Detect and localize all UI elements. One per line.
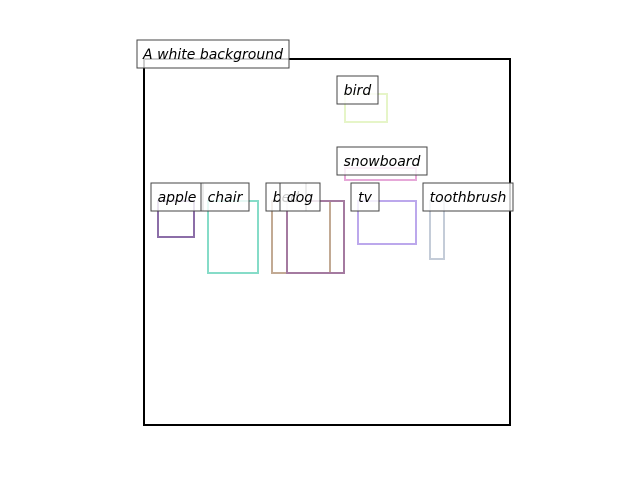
label-bird: bird [336, 75, 379, 105]
label-toothbrush-text: toothbrush [430, 190, 507, 206]
box-bed [271, 200, 331, 274]
box-dog [286, 200, 345, 274]
label-chair-text: chair [208, 190, 244, 206]
label-tv: tv [350, 182, 380, 212]
label-apple: apple [150, 182, 204, 212]
label-chair: chair [200, 182, 250, 212]
label-dog: dog [279, 182, 321, 212]
label-snowboard-text: snowboard [344, 154, 421, 170]
label-tv-text: tv [358, 190, 372, 206]
caption-text: A white background [142, 47, 283, 63]
label-dog-text: dog [287, 190, 313, 206]
label-bird-text: bird [344, 83, 372, 99]
label-apple-text: apple [158, 190, 197, 206]
scene-frame [143, 58, 511, 426]
label-toothbrush: toothbrush [422, 182, 514, 212]
box-tv [357, 200, 417, 245]
caption-label: A white background [136, 39, 290, 69]
box-chair [207, 200, 259, 274]
label-snowboard: snowboard [336, 146, 428, 176]
